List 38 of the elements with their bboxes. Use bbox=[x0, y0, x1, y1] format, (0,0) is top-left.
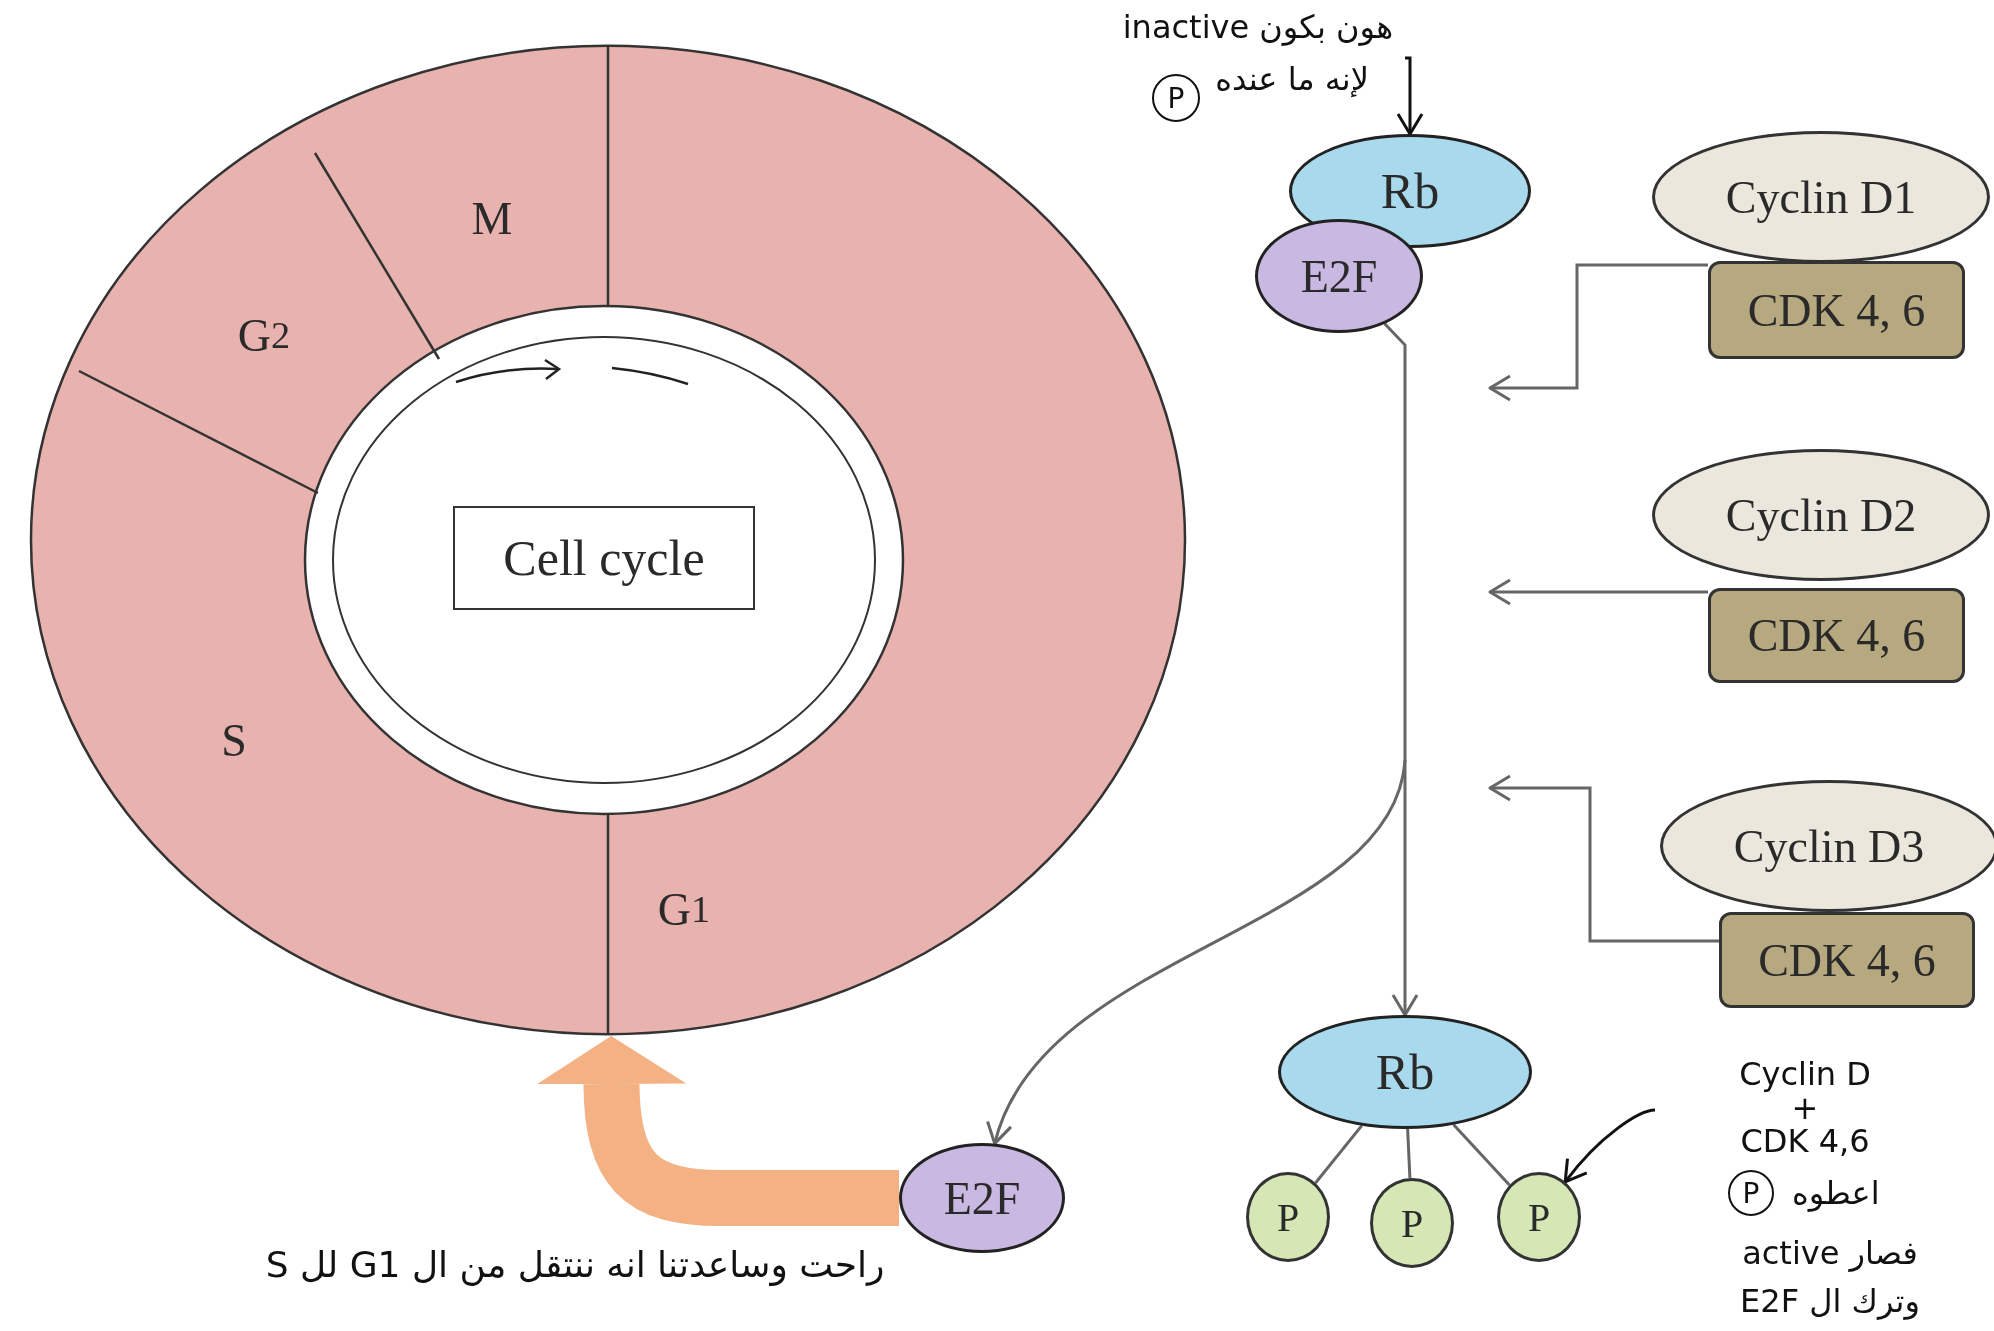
phosphate-circle: P bbox=[1728, 1170, 1774, 1216]
cdk-box: CDK 4, 6 bbox=[1708, 588, 1965, 683]
phosphate-circle: P bbox=[1370, 1178, 1454, 1268]
arrow bbox=[1488, 263, 1708, 402]
arrow bbox=[989, 759, 1407, 1146]
handwritten-note: راحت وساعدتنا انه ننتقل من ال G1 لل S bbox=[264, 1244, 886, 1285]
handwritten-note: اعطوه bbox=[1792, 1174, 1880, 1212]
phosphate-circle: P bbox=[1246, 1172, 1330, 1262]
phase-label: S bbox=[206, 710, 262, 770]
handwritten-note: وترك ال E2F bbox=[1739, 1282, 1921, 1320]
block-arrow bbox=[536, 1036, 899, 1226]
handwritten-note: فصار active bbox=[1741, 1234, 1919, 1272]
cdk-box: CDK 4, 6 bbox=[1708, 261, 1965, 359]
connector-line bbox=[1452, 1123, 1511, 1187]
arrow bbox=[1488, 774, 1719, 943]
handwritten-note: CDK 4,6 bbox=[1740, 1125, 1870, 1159]
handwritten-note: لإنه ما عنده bbox=[1215, 60, 1369, 98]
handwritten-note: Cyclin D bbox=[1739, 1058, 1871, 1092]
rb-protein-ellipse: Rb bbox=[1278, 1015, 1532, 1129]
arrow bbox=[1396, 56, 1424, 136]
handwritten-note: + bbox=[1791, 1091, 1819, 1126]
cyclin-ellipse: Cyclin D3 bbox=[1660, 780, 1994, 912]
handwritten-note: هون بكون inactive bbox=[1122, 8, 1393, 46]
rb-protein-ellipse: Rb bbox=[1289, 134, 1531, 248]
cdk-box: CDK 4, 6 bbox=[1719, 912, 1975, 1008]
e2f-protein-ellipse: E2F bbox=[1255, 219, 1423, 333]
phosphate-circle: P bbox=[1152, 74, 1200, 122]
phosphate-circle: P bbox=[1497, 1172, 1581, 1262]
cyclin-ellipse: Cyclin D2 bbox=[1652, 449, 1990, 581]
e2f-protein-ellipse: E2F bbox=[899, 1143, 1065, 1253]
arrow bbox=[1383, 322, 1419, 1017]
arrow bbox=[1488, 578, 1708, 606]
cell-cycle-box: Cell cycle bbox=[453, 506, 755, 610]
arrow bbox=[1563, 1108, 1656, 1184]
cyclin-ellipse: Cyclin D1 bbox=[1652, 131, 1990, 263]
phase-label: M bbox=[460, 188, 524, 248]
connector-line bbox=[1406, 1128, 1412, 1179]
connector-line bbox=[1314, 1124, 1363, 1184]
